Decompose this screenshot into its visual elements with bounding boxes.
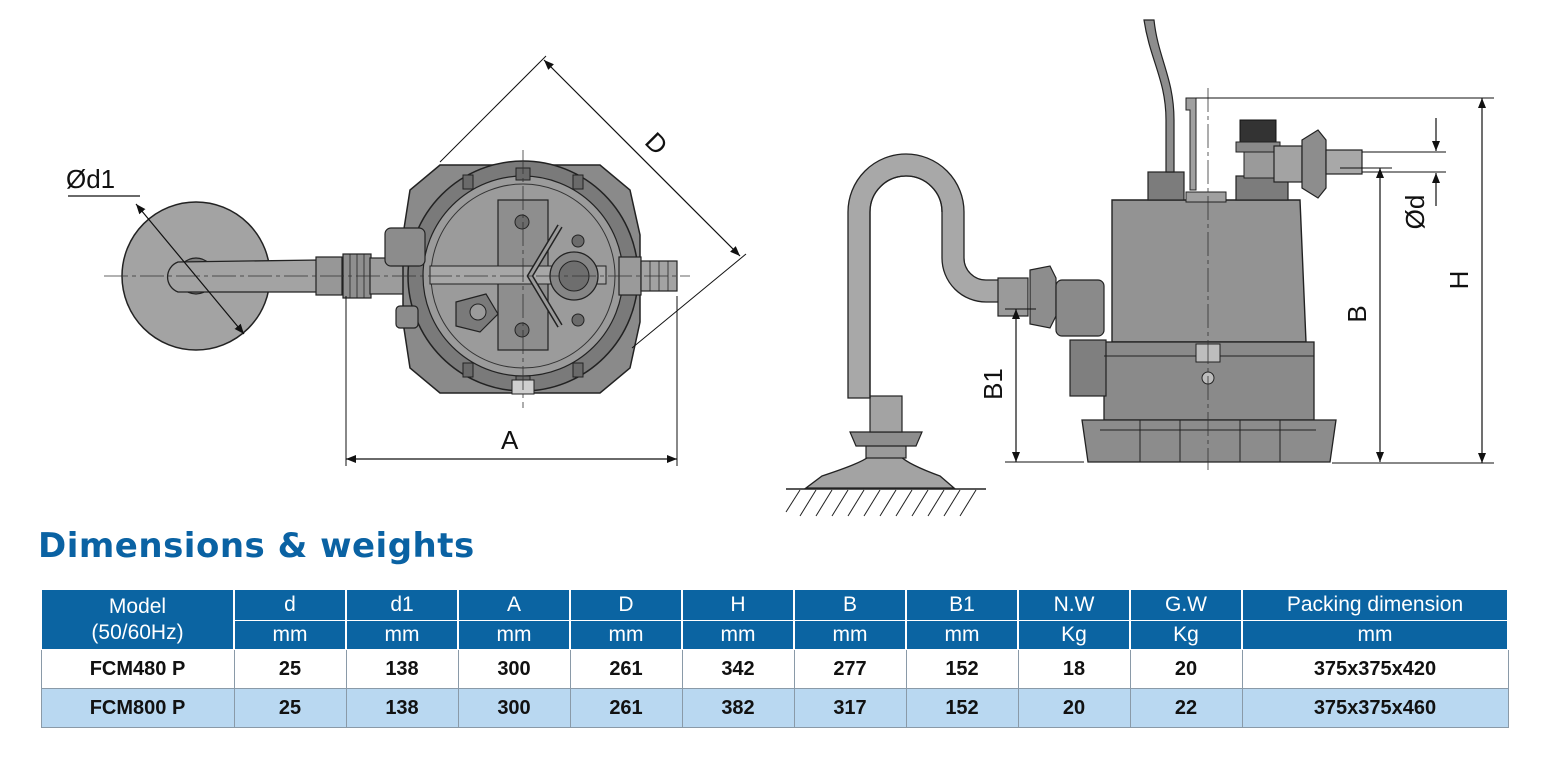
header-d: d [233, 589, 347, 621]
dim-label-D: D [639, 126, 673, 160]
pump-body [1111, 199, 1307, 343]
cell-nw: 18 [1017, 649, 1131, 689]
cell-h: 382 [681, 688, 795, 728]
b-dimension: B [1340, 167, 1392, 462]
cell-model: FCM480 P [40, 649, 235, 689]
cell-nw: 20 [1017, 688, 1131, 728]
unit-d: mm [233, 620, 347, 650]
d-outlet-dimension: Ød [1362, 118, 1446, 229]
dimensions-table: Model (50/60Hz) d d1 A D H B B1 N.W G.W … [40, 589, 1509, 728]
cell-D: 261 [569, 649, 683, 689]
header-nw: N.W [1017, 589, 1131, 621]
header-d1: d1 [345, 589, 459, 621]
dim-label-B: B [1342, 305, 1372, 322]
dim-label-H: H [1444, 271, 1474, 290]
header-gw: G.W [1129, 589, 1243, 621]
cell-d: 25 [233, 649, 347, 689]
table-row: FCM800 P 25 138 300 261 382 317 152 20 2… [40, 688, 1509, 728]
header-a: A [457, 589, 571, 621]
cell-model: FCM800 P [40, 688, 235, 728]
unit-b: mm [793, 620, 907, 650]
cell-d1: 138 [345, 688, 459, 728]
cell-b: 317 [793, 688, 907, 728]
technical-drawing: Ød1 D A [66, 19, 1494, 517]
cell-b: 277 [793, 649, 907, 689]
dim-label-A: A [501, 425, 519, 455]
cell-d: 25 [233, 688, 347, 728]
header-D: D [569, 589, 683, 621]
header-model-line1: Model [108, 594, 167, 618]
a-dimension: A [345, 296, 678, 466]
d1-dimension: Ød1 [66, 164, 245, 335]
table-row: FCM480 P 25 138 300 261 342 277 152 18 2… [40, 649, 1509, 689]
cell-d1: 138 [345, 649, 459, 689]
h-dimension: H [1196, 97, 1494, 464]
header-b: B [793, 589, 907, 621]
header-model: Model (50/60Hz) [40, 589, 235, 650]
cell-h: 342 [681, 649, 795, 689]
suction-hose [847, 153, 1001, 399]
unit-d1: mm [345, 620, 459, 650]
dim-label-d: Ød [1400, 195, 1430, 230]
header-model-line2: (50/60Hz) [91, 620, 184, 644]
cell-packing: 375x375x460 [1241, 688, 1509, 728]
header-h: H [681, 589, 795, 621]
cell-a: 300 [457, 688, 571, 728]
b1-dimension: B1 [978, 308, 1084, 463]
section-title: Dimensions & weights [38, 526, 475, 566]
cell-b1: 152 [905, 688, 1019, 728]
header-packing: Packing dimension [1241, 589, 1509, 621]
side-view-drawing [785, 19, 1363, 517]
dim-label-B1: B1 [978, 368, 1008, 400]
unit-a: mm [457, 620, 571, 650]
dim-label-d1: Ød1 [66, 164, 115, 194]
cell-gw: 20 [1129, 649, 1243, 689]
top-view-drawing [104, 150, 690, 408]
unit-nw: Kg [1017, 620, 1131, 650]
unit-gw: Kg [1129, 620, 1243, 650]
cell-gw: 22 [1129, 688, 1243, 728]
cell-b1: 152 [905, 649, 1019, 689]
cell-D: 261 [569, 688, 683, 728]
suction-foot [804, 455, 956, 489]
cell-a: 300 [457, 649, 571, 689]
power-cable [1143, 19, 1175, 173]
unit-b1: mm [905, 620, 1019, 650]
cell-packing: 375x375x420 [1241, 649, 1509, 689]
unit-packing: mm [1241, 620, 1509, 650]
header-b1: B1 [905, 589, 1019, 621]
unit-h: mm [681, 620, 795, 650]
unit-D: mm [569, 620, 683, 650]
